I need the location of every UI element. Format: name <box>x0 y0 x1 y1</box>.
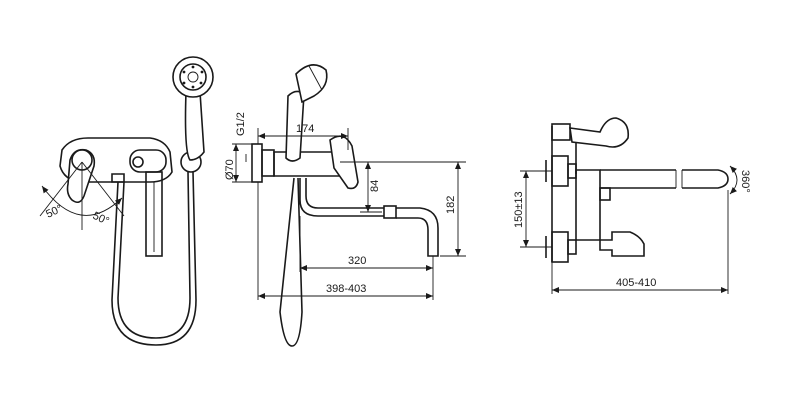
diameter-label: Ø70 <box>224 159 236 180</box>
angle-ray-left <box>39 161 83 217</box>
angle-arc <box>41 185 123 216</box>
shower-nozzles <box>182 65 204 89</box>
center-distance-label: 150±13 <box>513 191 525 228</box>
spout-tip <box>396 207 439 257</box>
side-shower-face <box>308 65 323 91</box>
hand-shower-head <box>172 56 214 98</box>
angle-left-label: 50° <box>44 203 64 221</box>
spout <box>145 171 163 257</box>
dim-398-403-label: 398-403 <box>326 283 366 295</box>
hose-nut <box>111 173 125 183</box>
top-lever-base <box>551 123 571 141</box>
shower-face-center <box>187 71 199 83</box>
dim-84-label: 84 <box>369 180 381 192</box>
holder-knob <box>132 156 144 168</box>
wall-escutcheon <box>251 143 263 183</box>
dim-320-label: 320 <box>348 255 366 267</box>
angle-ray-right <box>81 161 125 217</box>
diverter <box>599 187 611 201</box>
dim-174-label: 174 <box>296 123 314 135</box>
front-view: 50° 50° <box>39 56 214 346</box>
side-shower-handle <box>285 90 305 162</box>
side-hose <box>279 177 303 347</box>
hose-outer <box>111 171 197 346</box>
hand-shower-handle <box>184 91 205 161</box>
hose-inner <box>117 171 191 339</box>
side-spout <box>299 178 384 217</box>
spout-joint <box>383 205 397 219</box>
overall-length-label: 405-410 <box>616 277 656 289</box>
shower-holder <box>129 149 167 173</box>
side-dimensions: 174 G1/2 Ø70 84 182 320 398-403 <box>224 112 466 300</box>
top-spout <box>600 169 729 189</box>
thread-label: G1/2 <box>235 112 247 136</box>
lower-nut <box>551 231 569 263</box>
rotation-arrow <box>729 165 738 195</box>
side-shower-head <box>295 64 328 104</box>
top-view: 360° 150±13 405-410 <box>513 117 751 294</box>
dim-182-label: 182 <box>445 196 457 214</box>
top-dimensions: 150±13 405-410 <box>513 170 729 294</box>
upper-coupling <box>567 163 577 179</box>
shower-face <box>179 63 207 91</box>
top-outlet <box>599 231 645 257</box>
angle-right-label: 50° <box>91 210 111 228</box>
lower-coupling <box>567 239 577 255</box>
eccentric-nut <box>261 149 275 177</box>
rotation-label: 360° <box>739 170 751 193</box>
side-view: 174 G1/2 Ø70 84 182 320 398-403 <box>224 64 466 347</box>
top-lever-handle <box>569 117 630 148</box>
upper-nut <box>551 155 569 187</box>
top-body <box>575 169 601 241</box>
